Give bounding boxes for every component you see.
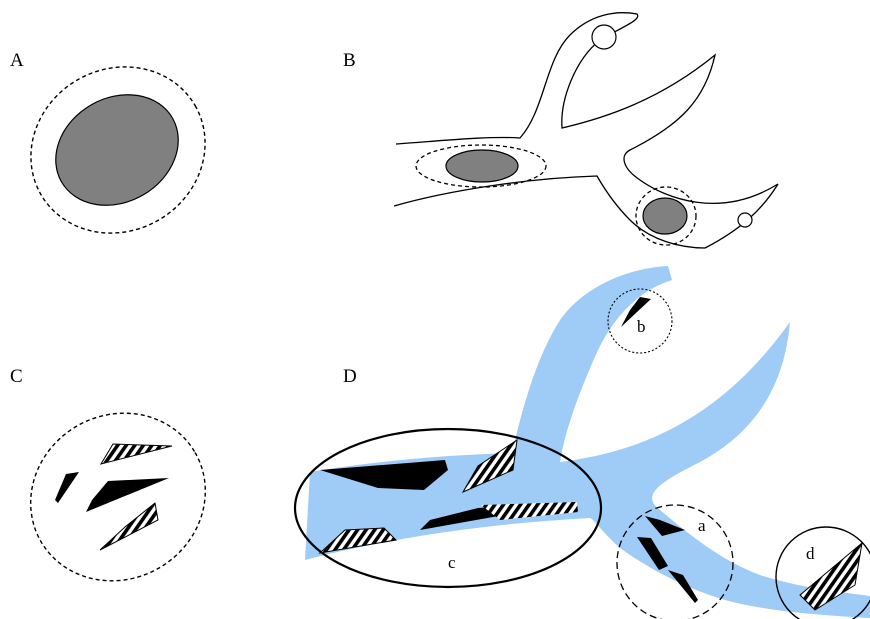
inset-label-c: c [448, 553, 456, 572]
vessel-fill-d [305, 266, 870, 618]
vessel-end-circle-right [738, 213, 752, 227]
fragment-hatched-c1 [101, 444, 172, 464]
fragment-hatched-c2 [100, 503, 158, 550]
inset-label-a: a [698, 516, 706, 535]
lesion-b1 [446, 150, 518, 182]
panel-d: D a b c d [295, 266, 870, 619]
lesion-a [36, 73, 199, 227]
vessel-end-circle-top [592, 25, 616, 49]
fragment-solid-c1 [55, 472, 79, 503]
panel-c: C [0, 366, 236, 613]
inset-label-d: d [806, 544, 815, 563]
panel-a: A [0, 35, 235, 264]
fragment-solid-c2 [86, 478, 169, 512]
inset-label-b: b [637, 317, 646, 336]
panel-label-b: B [343, 50, 356, 71]
lesion-b2 [643, 198, 687, 234]
panel-b: B [343, 13, 778, 248]
vessel-outline-b [394, 13, 778, 248]
panel-label-a: A [10, 50, 24, 71]
panel-label-d: D [343, 366, 357, 387]
panel-label-c: C [10, 366, 23, 387]
